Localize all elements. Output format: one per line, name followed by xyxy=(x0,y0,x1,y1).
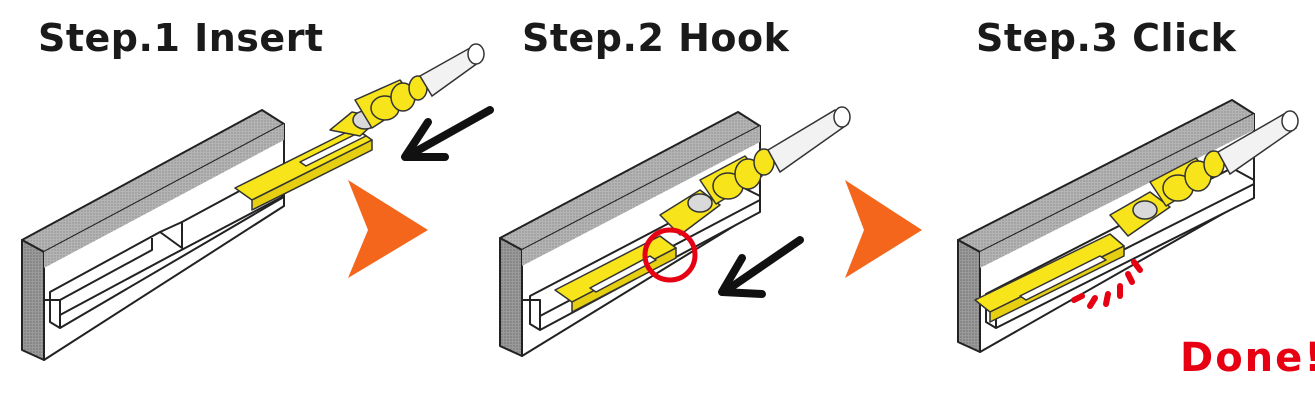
wire xyxy=(766,106,851,174)
wire xyxy=(418,43,485,98)
housing-block xyxy=(21,109,285,361)
step-3-illustration xyxy=(957,99,1299,353)
click-burst-icon xyxy=(1071,259,1143,309)
hook-highlight-circle xyxy=(642,227,698,283)
step-1-title: Step.1 Insert xyxy=(38,16,324,60)
step-1-illustration xyxy=(21,43,494,361)
crimp-terminal xyxy=(234,75,428,211)
done-label: Done! xyxy=(1180,335,1315,381)
insert-direction-arrow-icon xyxy=(718,236,804,298)
step-3-title: Step.3 Click xyxy=(976,16,1237,60)
next-arrow-icon xyxy=(845,180,922,278)
next-arrow-icon xyxy=(348,180,428,278)
crimp-terminal xyxy=(974,150,1225,323)
crimp-terminal xyxy=(554,148,775,313)
housing-block xyxy=(499,111,761,357)
wire xyxy=(1216,110,1299,176)
step-2-illustration xyxy=(499,106,851,357)
step-2-title: Step.2 Hook xyxy=(522,16,790,60)
insert-direction-arrow-icon xyxy=(401,106,494,161)
